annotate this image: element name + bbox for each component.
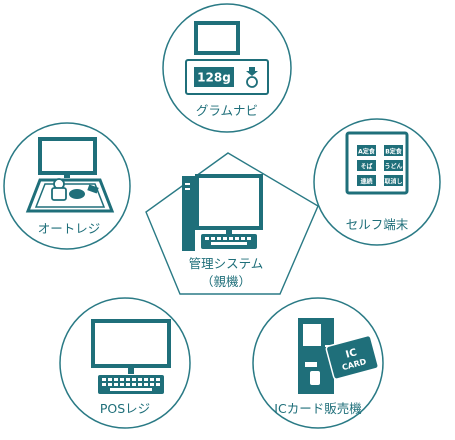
node-pos-register: POSレジ <box>59 297 191 429</box>
keypad-icon: A定食 B定食 そば うどん 連続 取消し <box>345 131 409 195</box>
key-label: B定食 <box>385 148 403 156</box>
node-label-pos-register: POSレジ <box>100 401 150 416</box>
node-ic-card: IC CARD ICカード販売機 <box>252 297 384 429</box>
auto-register-icon <box>25 137 115 213</box>
scale-icon: 128g <box>185 21 269 95</box>
node-auto-register: オートレジ <box>3 122 131 250</box>
node-label-gram-navi: グラムナビ <box>196 103 258 118</box>
key-label: 取消し <box>384 178 402 186</box>
desktop-computer-icon <box>182 174 263 251</box>
pos-terminal-icon <box>91 319 171 394</box>
node-gram-navi: 128g グラムナビ <box>162 3 292 133</box>
center-node: 管理システム （親機） <box>182 174 264 289</box>
center-label-line1: 管理システム <box>189 256 264 271</box>
key-label: うどん <box>384 163 402 171</box>
key-label: 連続 <box>360 178 372 186</box>
key-label: そば <box>360 163 372 171</box>
connection-pentagon <box>145 152 319 295</box>
center-label-line2: （親機） <box>201 274 251 289</box>
node-label-auto-register: オートレジ <box>38 221 101 236</box>
ic-card-icon: IC CARD <box>325 334 379 380</box>
ic-card-machine-icon: IC CARD <box>298 318 379 394</box>
card-text-ic: IC <box>345 347 359 360</box>
scale-display-text: 128g <box>197 71 231 85</box>
node-self-terminal: A定食 B定食 そば うどん 連続 取消し セルフ端末 <box>313 118 441 246</box>
key-label: A定食 <box>358 148 376 156</box>
node-label-ic-card: ICカード販売機 <box>274 401 362 416</box>
node-label-self-terminal: セルフ端末 <box>346 217 409 232</box>
